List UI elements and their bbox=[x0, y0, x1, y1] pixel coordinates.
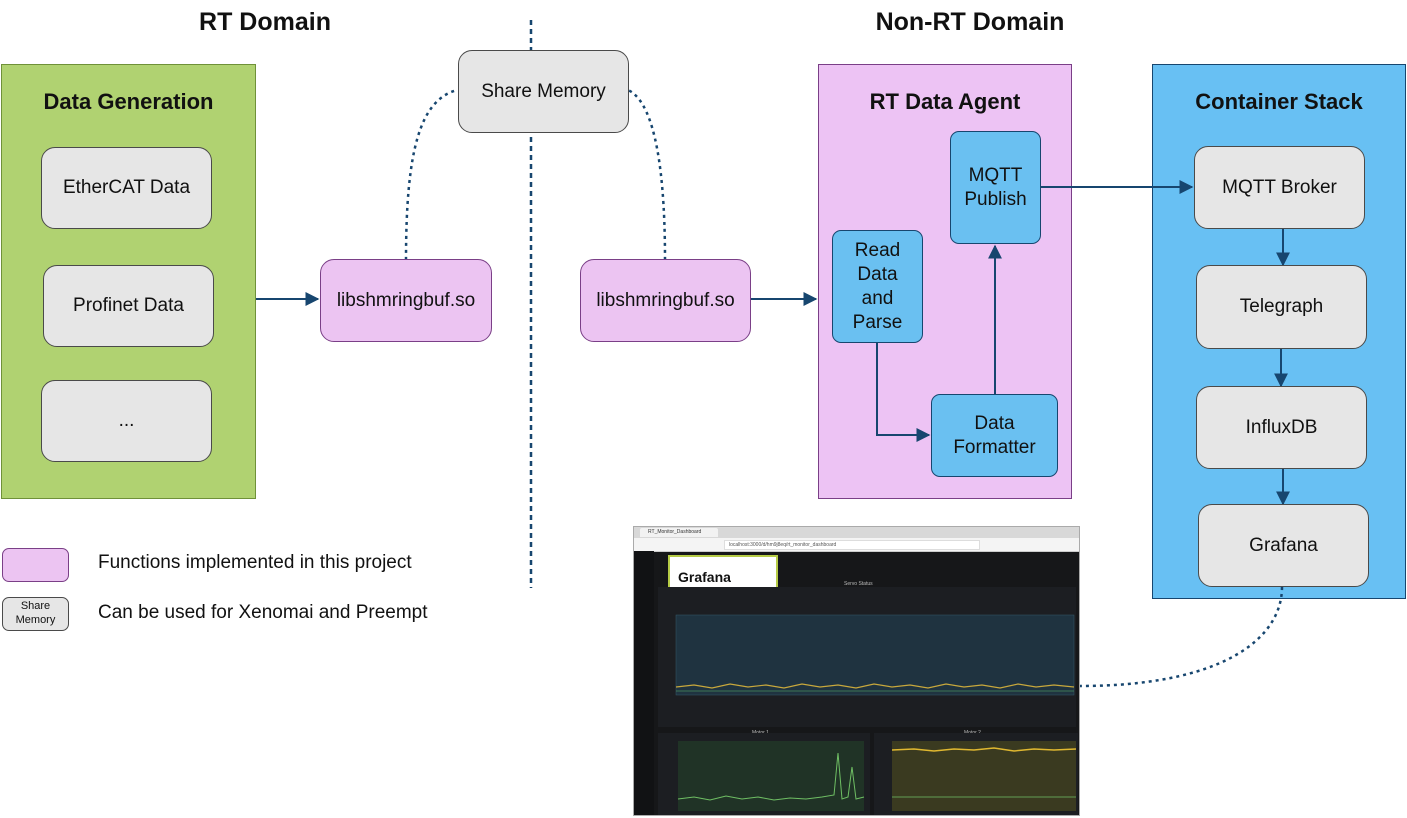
browser-tab-bar: RT_Monitor_Dashboard bbox=[634, 527, 1079, 538]
browser-address-bar: localhost:3000/d/hm9j8eq/rt_monitor_dash… bbox=[634, 538, 1079, 552]
share-memory-link-left bbox=[404, 88, 458, 261]
telegraph-box: Telegraph bbox=[1196, 265, 1367, 349]
data-formatter-box: Data Formatter bbox=[931, 394, 1058, 477]
legend-pink-swatch bbox=[2, 548, 69, 582]
rt-domain-title: RT Domain bbox=[199, 8, 331, 36]
share-memory-box: Share Memory bbox=[458, 50, 629, 133]
grafana-box: Grafana bbox=[1198, 504, 1369, 587]
ellipsis-data-box: ... bbox=[41, 380, 212, 462]
legend-pink-label: Functions implemented in this project bbox=[98, 552, 412, 573]
non-rt-domain-title: Non-RT Domain bbox=[875, 8, 1065, 36]
rt-data-agent-title: RT Data Agent bbox=[869, 89, 1021, 114]
mqtt-publish-box: MQTT Publish bbox=[950, 131, 1041, 244]
legend-gray-swatch-text: Share Memory bbox=[15, 600, 56, 626]
read-data-parse-box: Read Data and Parse bbox=[832, 230, 923, 343]
influxdb-box: InfluxDB bbox=[1196, 386, 1367, 469]
legend-gray-swatch: Share Memory bbox=[2, 597, 69, 631]
browser-tab: RT_Monitor_Dashboard bbox=[640, 528, 718, 537]
grafana-screenshot: RT_Monitor_Dashboard localhost:3000/d/hm… bbox=[633, 526, 1080, 816]
grafana-sidebar bbox=[634, 551, 654, 815]
browser-url: localhost:3000/d/hm9j8eq/rt_monitor_dash… bbox=[724, 540, 980, 550]
mqtt-broker-box: MQTT Broker bbox=[1194, 146, 1365, 229]
libshmringbuf-left-box: libshmringbuf.so bbox=[320, 259, 492, 342]
share-memory-link-right bbox=[627, 88, 667, 261]
ethercat-data-box: EtherCAT Data bbox=[41, 147, 212, 229]
grafana-graphs bbox=[658, 587, 1078, 815]
profinet-data-box: Profinet Data bbox=[43, 265, 214, 347]
servo-status-title: Servo Status bbox=[844, 581, 873, 587]
libshmringbuf-right-box: libshmringbuf.so bbox=[580, 259, 751, 342]
legend-gray-label: Can be used for Xenomai and Preempt bbox=[98, 602, 428, 623]
data-generation-title: Data Generation bbox=[43, 89, 214, 114]
arrow-read-to-formatter bbox=[876, 343, 931, 442]
container-stack-title: Container Stack bbox=[1195, 89, 1363, 114]
grafana-screenshot-link bbox=[1079, 586, 1284, 688]
